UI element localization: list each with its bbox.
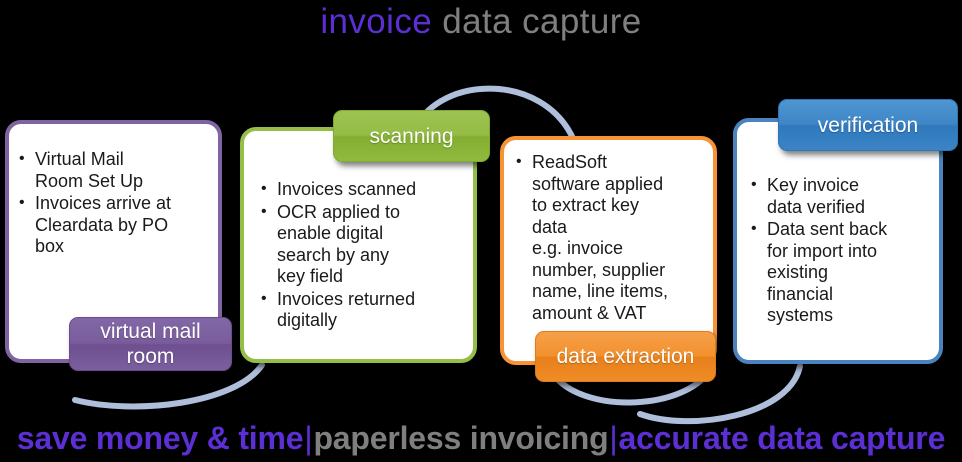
- footer-part-paperless: paperless invoicing: [313, 420, 609, 456]
- page-title-muted: data capture: [432, 2, 642, 41]
- step-badge-scanning[interactable]: scanning: [333, 110, 490, 162]
- list-item: Invoices arrive at Cleardata by PO box: [18, 192, 212, 258]
- step-card-data-extraction[interactable]: ReadSoft software applied to extract key…: [500, 136, 717, 365]
- footer-tagline: save money & time|paperless invoicing|ac…: [0, 418, 962, 458]
- footer-part-accurate-capture: accurate data capture: [618, 420, 946, 456]
- step-badge-virtual-mail-room[interactable]: virtual mail room: [69, 317, 232, 371]
- list-item: OCR applied to enable digital search by …: [260, 201, 467, 288]
- step-card-scanning[interactable]: Invoices scanned OCR applied to enable d…: [240, 127, 477, 363]
- list-item: Invoices scanned: [260, 178, 467, 201]
- bullet-list: Virtual Mail Room Set Up Invoices arrive…: [18, 148, 212, 258]
- list-item: ReadSoft software applied to extract key…: [515, 151, 709, 324]
- arc-bottom-mailroom-to-scanning: [72, 362, 265, 410]
- list-item: Virtual Mail Room Set Up: [18, 148, 212, 192]
- bullet-list: Invoices scanned OCR applied to enable d…: [260, 178, 467, 332]
- step-badge-verification[interactable]: verification: [778, 99, 958, 151]
- bullet-list: ReadSoft software applied to extract key…: [515, 151, 709, 324]
- page-title: invoice data capture: [0, 0, 962, 44]
- step-card-virtual-mail-room[interactable]: Virtual Mail Room Set Up Invoices arrive…: [5, 120, 222, 363]
- step-card-verification[interactable]: Key invoice data verified Data sent back…: [733, 118, 943, 364]
- footer-separator-1: |: [304, 420, 313, 456]
- footer-part-save-money: save money & time: [16, 420, 304, 456]
- footer-separator-2: |: [609, 420, 618, 456]
- page-title-accent: invoice: [320, 2, 433, 41]
- step-badge-data-extraction[interactable]: data extraction: [535, 331, 716, 382]
- list-item: Key invoice data verified: [750, 174, 934, 218]
- list-item: Data sent back for import into existing …: [750, 218, 934, 327]
- list-item: Invoices returned digitally: [260, 288, 467, 332]
- bullet-list: Key invoice data verified Data sent back…: [750, 174, 934, 327]
